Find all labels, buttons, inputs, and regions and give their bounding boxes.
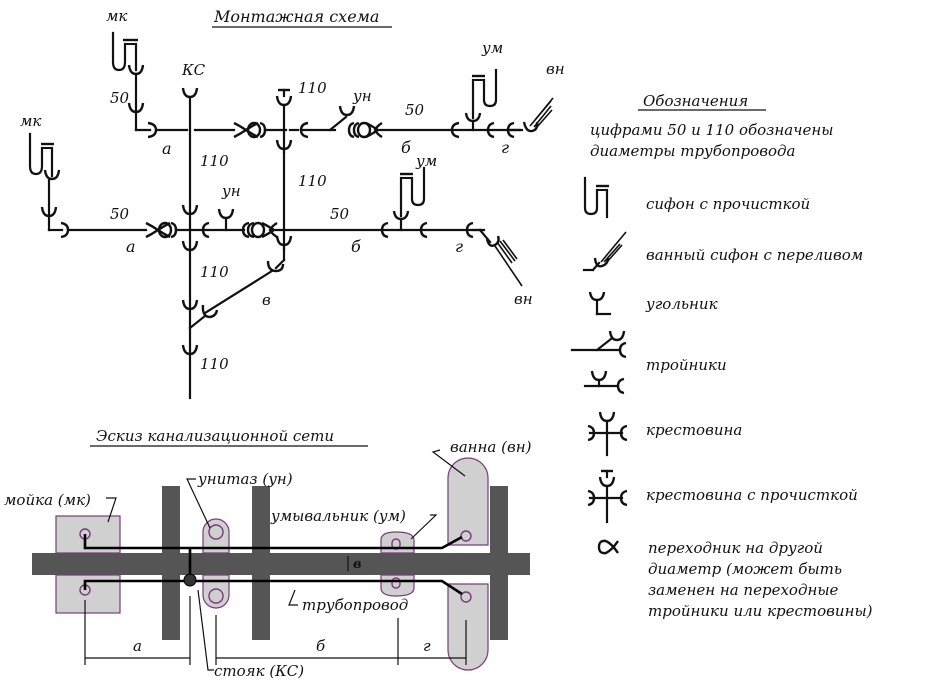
bottom-branch [28,132,523,287]
reducer-icon [347,121,383,139]
cross-icon [587,411,628,457]
legend-label-siphon: сифон с прочисткой [646,195,810,213]
label-g-bottom: г [455,237,463,256]
legend-label-reducer-2: диаметр (может быть [648,560,842,578]
label-un-bottom: ун [221,182,241,200]
leader-toilet [186,478,211,529]
legend-label-cross-cleanout: крестовина с прочисткой [646,486,858,504]
elbow-icon [588,291,612,316]
siphon-cleanout-icon [583,176,609,219]
leader-bath [431,449,466,477]
reducer-icon [597,539,619,555]
label-d110-riser-top: 110 [200,152,229,170]
label-d50-top-vertical: 50 [110,89,130,107]
label-toilet: унитаз (ун) [197,470,293,488]
label-d50-top-b: 50 [405,101,425,119]
label-vn-top: вн [546,60,565,78]
legend-label-reducer-1: переходник на другой [648,539,823,557]
toilet-drain-bottom [208,588,224,604]
pipeline-top [83,534,463,550]
cross-cleanout-icon [587,469,628,524]
label-bath: ванна (вн) [450,438,532,456]
label-pipeline: трубопровод [302,596,408,614]
sketch: Эскиз канализационной сети [4,427,532,680]
legend-note-line1: цифрами 50 и 110 обозначены [590,121,834,139]
label-washbasin: умывальник (ум) [270,507,406,525]
bath-siphon-overflow-icon [485,235,523,287]
siphon-cleanout-icon [28,132,54,178]
label-um-top: ум [481,39,503,57]
label-a-top: а [162,139,172,158]
label-g-top: г [501,138,509,157]
siphon-cleanout-icon [399,166,426,218]
legend-label-reducer-4: тройники или крестовины) [648,602,873,620]
label-vn-bottom: вн [514,290,533,308]
montage-title: Монтажная схема [213,7,379,26]
bath-bottom [447,583,489,671]
legend-title: Обозначения [643,92,748,110]
siphon-cleanout-icon [471,68,498,120]
riser-ks-marker [183,573,197,587]
leader-washbasin [410,514,438,540]
label-mk-left: мк [20,112,41,130]
label-riser: стояк (КС) [214,662,304,680]
siphon-cleanout-icon [111,31,138,72]
label-sink: мойка (мк) [4,491,91,509]
legend-note-line2: диаметры трубопровода [590,142,795,160]
label-un-top: ун [352,87,372,105]
bath-siphon-overflow-icon [522,97,554,133]
label-d50-left: 50 [110,205,130,223]
label-um-bottom: ум [415,152,437,170]
reducer-icon [241,221,278,239]
label-a-bottom: а [126,237,136,256]
legend-label-bath-siphon: ванный сифон с переливом [646,246,863,264]
bath-siphon-overflow-icon [582,231,627,272]
label-mk-top: мк [106,7,127,25]
leader-riser [197,589,214,671]
label-d50-bottom-b: 50 [330,205,350,223]
bath-drain-bottom [460,591,472,603]
toilet-drain-top [208,524,224,540]
label-d110-top-cleanout: 110 [298,79,327,97]
label-d110-riser-bottom: 110 [200,355,229,373]
dim-label-a: а [133,637,142,655]
dim-label-b: б [316,637,326,655]
reducer-icon [145,221,178,239]
pipeline-bottom [83,579,463,596]
washbasin-top [380,531,415,554]
riser-ks [181,87,199,400]
label-d110-right-vertical: 110 [298,172,327,190]
washbasin-drain-bottom [391,577,401,589]
leader-pipeline [288,589,298,606]
wall-horizontal [32,553,530,575]
label-b-top: б [401,138,411,157]
dim-label-g: г [423,637,431,655]
top-branch [111,31,554,154]
montage-scheme: Монтажная схема [20,7,565,400]
reducer-icon [233,121,267,139]
legend-label-elbow: угольник [645,295,718,313]
sketch-title: Эскиз канализационной сети [96,427,334,445]
label-d110-riser-mid: 110 [200,263,229,281]
montage-labels: мк мк КС 50 110 ун 50 ум вн а б г 110 11… [20,7,565,373]
bath-top [447,457,489,546]
label-b-bottom: б [351,237,361,256]
label-ks: КС [181,61,206,79]
dim-label-v: в [353,557,362,572]
legend: Обозначения цифрами 50 и 110 обозначены … [570,92,873,620]
tee-icon [570,330,627,395]
legend-label-tees: тройники [646,356,727,374]
bath-drain-top [460,530,472,542]
legend-label-reducer-3: заменен на переходные [648,581,839,599]
legend-label-cross: крестовина [646,421,742,439]
leader-sink [106,497,117,523]
label-v-branch: в [262,291,271,309]
